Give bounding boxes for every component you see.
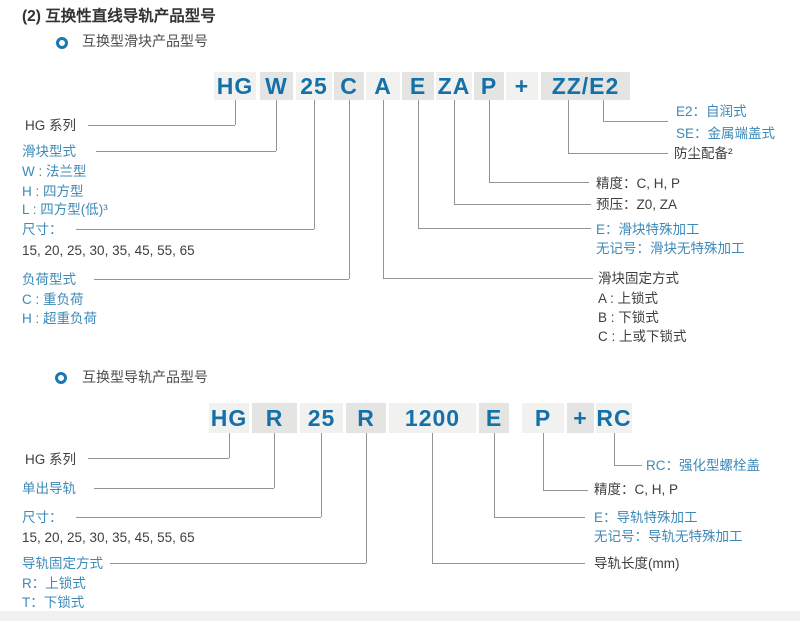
page-bottom-divider <box>0 611 800 621</box>
label-rail-fix-top: R：上锁式 <box>22 576 86 591</box>
connector-line <box>603 121 668 122</box>
block-code-segment-series: HG <box>214 72 256 100</box>
label-block-special: E：滑块特殊加工 <box>596 222 700 237</box>
connector-line <box>321 433 322 517</box>
connector-line <box>229 433 230 458</box>
connector-line <box>110 563 366 564</box>
connector-line <box>603 100 604 121</box>
rail-code-segment-rail: R <box>252 403 297 433</box>
connector-line <box>494 517 585 518</box>
label-load-heavy: C : 重负荷 <box>22 292 84 307</box>
connector-line <box>568 153 668 154</box>
block-code-segment-load: C <box>334 72 364 100</box>
label-rail-special: E：导轨特殊加工 <box>594 510 698 525</box>
connector-line <box>494 433 495 517</box>
label-dustproof: 防尘配备² <box>674 146 733 161</box>
label-precision: 精度：C, H, P <box>596 176 681 191</box>
rail-code-segment-special: E <box>479 403 509 433</box>
connector-line <box>76 229 314 230</box>
connector-line <box>274 433 275 488</box>
label-single-rail: 单出导轨 <box>22 481 76 496</box>
label-size-values: 15, 20, 25, 30, 35, 45, 55, 65 <box>22 243 195 258</box>
label-boltcap: RC：强化型螺栓盖 <box>646 458 760 473</box>
label-series: HG 系列 <box>25 118 77 133</box>
rail-code-segment-boltcap: RC <box>596 403 632 433</box>
block-code-segment-plus: + <box>506 72 538 100</box>
label-preload: 预压：Z0, ZA <box>596 197 678 212</box>
bullet-icon <box>56 37 68 49</box>
connector-line <box>568 100 569 153</box>
connector-line <box>96 151 276 152</box>
label-rail-fix-bottom: T：下锁式 <box>22 595 85 610</box>
block-code-segment-size: 25 <box>296 72 332 100</box>
label-fix-bottom: B : 下锁式 <box>598 310 659 325</box>
label-type-low: L : 四方型(低)³ <box>22 202 108 217</box>
label-se-metalcap: SE：金属端盖式 <box>676 126 776 141</box>
label-size-values: 15, 20, 25, 30, 35, 45, 55, 65 <box>22 530 195 545</box>
block-code-segment-preload: ZA <box>436 72 472 100</box>
connector-line <box>276 100 277 151</box>
label-precision: 精度：C, H, P <box>594 482 679 497</box>
label-rail-length: 导轨长度(mm) <box>594 556 680 571</box>
connector-line <box>614 433 615 465</box>
label-size-title: 尺寸： <box>22 510 63 525</box>
connector-line <box>383 278 593 279</box>
connector-line <box>418 228 591 229</box>
label-rail-special-none: 无记号：导轨无特殊加工 <box>594 529 743 544</box>
connector-line <box>94 488 274 489</box>
label-block-fix-title: 滑块固定方式 <box>598 271 679 286</box>
label-type-square: H : 四方型 <box>22 184 84 199</box>
connector-line <box>383 100 384 278</box>
label-block-special-none: 无记号：滑块无特殊加工 <box>596 241 745 256</box>
rail-code-segment-fix: R <box>346 403 386 433</box>
connector-line <box>366 433 367 563</box>
block-code-segment-precision: P <box>474 72 504 100</box>
label-fix-top: A : 上锁式 <box>598 291 659 306</box>
connector-line <box>235 100 236 125</box>
connector-line <box>88 125 235 126</box>
rail-section-heading: 互换型导轨产品型号 <box>82 369 208 385</box>
rail-code-segment-plus: + <box>567 403 594 433</box>
label-e2-selflube: E2：自润式 <box>676 104 747 119</box>
label-series: HG 系列 <box>25 452 77 467</box>
bullet-icon <box>55 372 67 384</box>
label-block-type: 滑块型式 <box>22 144 76 159</box>
block-code-segment-special: E <box>402 72 434 100</box>
connector-line <box>88 458 229 459</box>
connector-line <box>454 100 455 204</box>
connector-line <box>489 100 490 182</box>
connector-line <box>314 100 315 229</box>
rail-code-segment-length: 1200 <box>389 403 476 433</box>
connector-line <box>418 100 419 228</box>
block-code-segment-type: W <box>260 72 293 100</box>
connector-line <box>94 279 349 280</box>
label-type-flange: W : 法兰型 <box>22 164 87 179</box>
connector-line <box>76 517 321 518</box>
label-rail-fix-title: 导轨固定方式 <box>22 556 103 571</box>
connector-line <box>543 490 588 491</box>
rail-code-segment-size: 25 <box>300 403 343 433</box>
connector-line <box>614 465 642 466</box>
connector-line <box>489 182 589 183</box>
label-load-title: 负荷型式 <box>22 272 76 287</box>
connector-line <box>432 433 433 563</box>
rail-code-segment-series: HG <box>209 403 249 433</box>
label-fix-either: C : 上或下锁式 <box>598 329 687 344</box>
connector-line <box>454 204 591 205</box>
label-size-title: 尺寸： <box>22 222 63 237</box>
page-title: (2) 互换性直线导轨产品型号 <box>22 8 216 25</box>
connector-line <box>543 433 544 490</box>
block-section-heading: 互换型滑块产品型号 <box>82 33 208 49</box>
rail-code-segment-precision: P <box>522 403 564 433</box>
block-code-segment-dustproof: ZZ/E2 <box>541 72 630 100</box>
connector-line <box>349 100 350 279</box>
connector-line <box>432 563 585 564</box>
label-load-superheavy: H : 超重负荷 <box>22 311 98 326</box>
block-code-segment-fix: A <box>366 72 400 100</box>
